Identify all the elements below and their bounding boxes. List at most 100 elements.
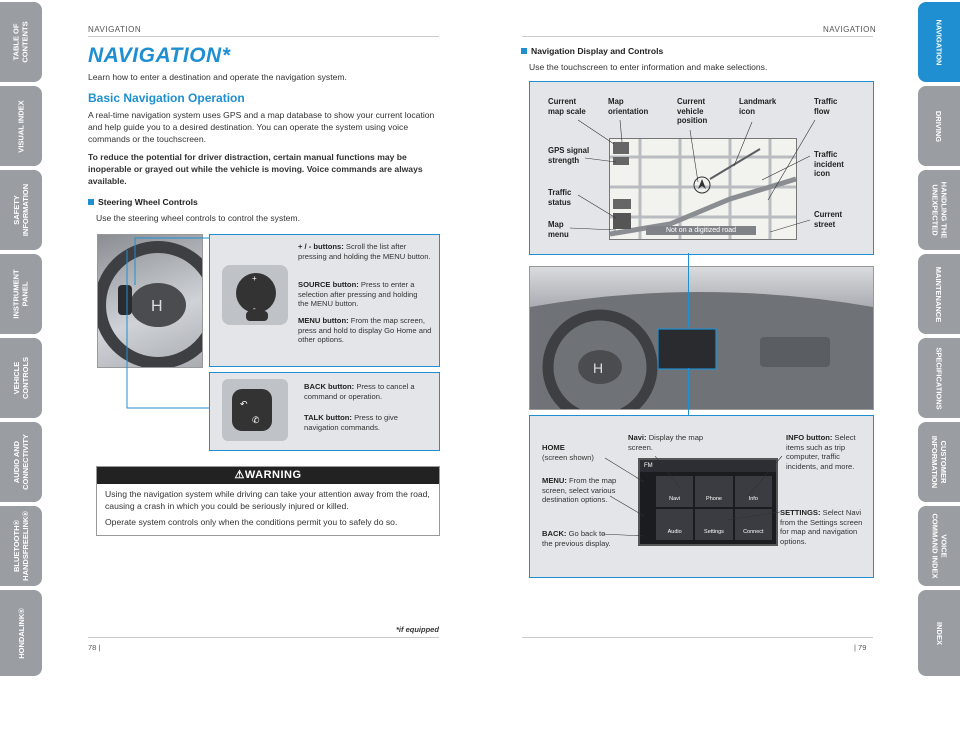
tab-label: CUSTOMER INFORMATION xyxy=(930,435,949,489)
page-number-left: 78 | xyxy=(88,643,101,652)
callout-desc: Go back to the previous display. xyxy=(542,529,611,548)
control-desc: Press to cancel a command or operation. xyxy=(304,382,415,401)
tab-label: INSTRUMENT PANEL xyxy=(12,269,31,319)
tab-label: SAFETY INFORMATION xyxy=(12,183,31,237)
svg-text:-: - xyxy=(253,304,256,313)
control-desc: From the map screen, press and hold to d… xyxy=(298,316,432,344)
intro-text: Learn how to enter a destination and ope… xyxy=(88,72,347,82)
callout-home: HOME(screen shown) xyxy=(542,443,612,462)
bullet-square xyxy=(88,199,94,205)
svg-text:+: + xyxy=(252,274,257,283)
warning-title: WARNING xyxy=(244,469,302,481)
screen-callout-lines xyxy=(601,455,783,537)
callout-map-menu: Map menu xyxy=(548,220,569,239)
page-title: NAVIGATION* xyxy=(88,44,231,67)
callout-settings: SETTINGS: Select Navi from the Settings … xyxy=(780,508,870,546)
callout-desc: Display the map screen. xyxy=(628,433,704,452)
page-number-right: | 79 xyxy=(854,643,867,652)
screen-diagram-panel: FM Navi Phone Info Audio Settings Connec… xyxy=(529,415,874,578)
callout-name: INFO button: xyxy=(786,433,833,442)
tab-driving[interactable]: DRIVING xyxy=(918,86,960,166)
steering-controls-closeup: + - xyxy=(222,265,288,325)
tile-label: Connect xyxy=(743,529,764,535)
callout-desc: From the map screen, select various dest… xyxy=(542,476,617,504)
page-number: 78 xyxy=(88,643,97,652)
callout-traffic-incident-icon: Traffic incident icon xyxy=(814,150,844,178)
callout-name: HOME xyxy=(542,443,565,452)
menu-button-text: MENU button: From the map screen, press … xyxy=(298,316,433,345)
tab-maintenance[interactable]: MAINTENANCE xyxy=(918,254,960,334)
tab-handling-the-unexpected[interactable]: HANDLING THE UNEXPECTED xyxy=(918,170,960,250)
callout-back: BACK: Go back to the previous display. xyxy=(542,529,614,548)
warning-header: ⚠WARNING xyxy=(97,467,439,484)
tile-label: Audio xyxy=(667,529,682,535)
tile-label: Info xyxy=(748,496,758,502)
section-heading: Basic Navigation Operation xyxy=(88,91,245,105)
tab-customer-information[interactable]: CUSTOMER INFORMATION xyxy=(918,422,960,502)
map-banner: Not on a digitized road xyxy=(646,226,756,235)
tab-audio-connectivity[interactable]: AUDIO AND CONNECTIVITY xyxy=(0,422,42,502)
dashboard-photo: H xyxy=(529,266,874,425)
audio-tile[interactable]: Audio xyxy=(656,509,694,540)
info-tile[interactable]: Info xyxy=(734,476,772,507)
connect-tile[interactable]: Connect xyxy=(734,509,772,540)
steering-wheel-photo: H xyxy=(94,234,222,369)
callout-navi: Navi: Display the map screen. xyxy=(628,433,708,452)
tab-specifications[interactable]: SPECIFICATIONS xyxy=(918,338,960,418)
control-desc: Press to give navigation commands. xyxy=(304,413,398,432)
callout-traffic-status: Traffic status xyxy=(548,188,572,207)
callout-desc: (screen shown) xyxy=(542,452,594,462)
tab-hondalink[interactable]: HONDALINK® xyxy=(0,590,42,676)
callout-info: INFO button: Select items such as trip c… xyxy=(786,433,871,471)
connector-vertical xyxy=(688,253,689,327)
tab-visual-index[interactable]: VISUAL INDEX xyxy=(0,86,42,166)
tab-index[interactable]: INDEX xyxy=(918,590,960,676)
callout-name: MENU: xyxy=(542,476,567,485)
svg-text:H: H xyxy=(593,360,603,376)
steering-buttons-icon: + - xyxy=(236,273,276,321)
tab-label: SPECIFICATIONS xyxy=(934,346,944,410)
tab-label: MAINTENANCE xyxy=(934,266,944,322)
fm-label: FM xyxy=(644,463,653,469)
callout-gps-signal-strength: GPS signal strength xyxy=(548,146,590,165)
callout-traffic-flow: Traffic flow xyxy=(814,97,838,116)
connector-lines xyxy=(126,237,210,409)
tab-voice-command-index[interactable]: VOICE COMMAND INDEX xyxy=(918,506,960,586)
display-subheading: Navigation Display and Controls xyxy=(521,46,663,56)
control-name: MENU button: xyxy=(298,316,349,325)
touchscreen: FM Navi Phone Info Audio Settings Connec… xyxy=(638,458,778,546)
callout-name: BACK: xyxy=(542,529,567,538)
home-grid: Navi Phone Info Audio Settings Connect xyxy=(656,476,772,540)
settings-tile[interactable]: Settings xyxy=(695,509,733,540)
tab-table-of-contents[interactable]: TABLE OF CONTENTS xyxy=(0,2,42,82)
running-head-right: NAVIGATION xyxy=(823,25,877,34)
tab-label: VOICE COMMAND INDEX xyxy=(930,513,948,579)
tab-navigation[interactable]: NAVIGATION xyxy=(918,2,960,82)
map-callout-lines xyxy=(569,119,816,233)
tab-bluetooth-handsfreelink[interactable]: BLUETOOTH® HANDSFREELINK® xyxy=(0,506,42,586)
steering-subheading: Steering Wheel Controls xyxy=(88,197,198,207)
control-name: SOURCE button: xyxy=(298,280,359,289)
body-paragraph-1: A real-time navigation system uses GPS a… xyxy=(88,110,435,144)
tab-instrument-panel[interactable]: INSTRUMENT PANEL xyxy=(0,254,42,334)
map-screen: Not on a digitized road xyxy=(609,138,797,240)
display-subtext: Use the touchscreen to enter information… xyxy=(529,62,768,72)
source-button-text: SOURCE button: Press to enter a selectio… xyxy=(298,280,428,309)
svg-text:↶: ↶ xyxy=(240,400,248,410)
tab-label: HONDALINK® xyxy=(16,607,26,659)
talk-button-text: TALK button: Press to give navigation co… xyxy=(304,413,434,432)
plus-minus-buttons-text: + / - buttons: Scroll the list after pre… xyxy=(298,242,433,261)
controls-panel-upper: + - + / - buttons: Scroll the list after… xyxy=(209,234,440,367)
tab-safety-information[interactable]: SAFETY INFORMATION xyxy=(0,170,42,250)
tab-label: HANDLING THE UNEXPECTED xyxy=(930,181,949,239)
connector-to-screen xyxy=(688,368,689,416)
back-talk-closeup: ↶ ✆ xyxy=(222,379,288,441)
footer-rule-left xyxy=(88,637,439,638)
tab-vehicle-controls[interactable]: VEHICLE CONTROLS xyxy=(0,338,42,418)
body-paragraph-2: To reduce the potential for driver distr… xyxy=(88,152,423,186)
tab-label: INDEX xyxy=(934,621,944,645)
page-number: 79 xyxy=(858,643,867,652)
phone-tile[interactable]: Phone xyxy=(695,476,733,507)
tab-label: AUDIO AND CONNECTIVITY xyxy=(12,434,30,490)
warning-text-2: Operate system controls only when the co… xyxy=(105,517,398,527)
